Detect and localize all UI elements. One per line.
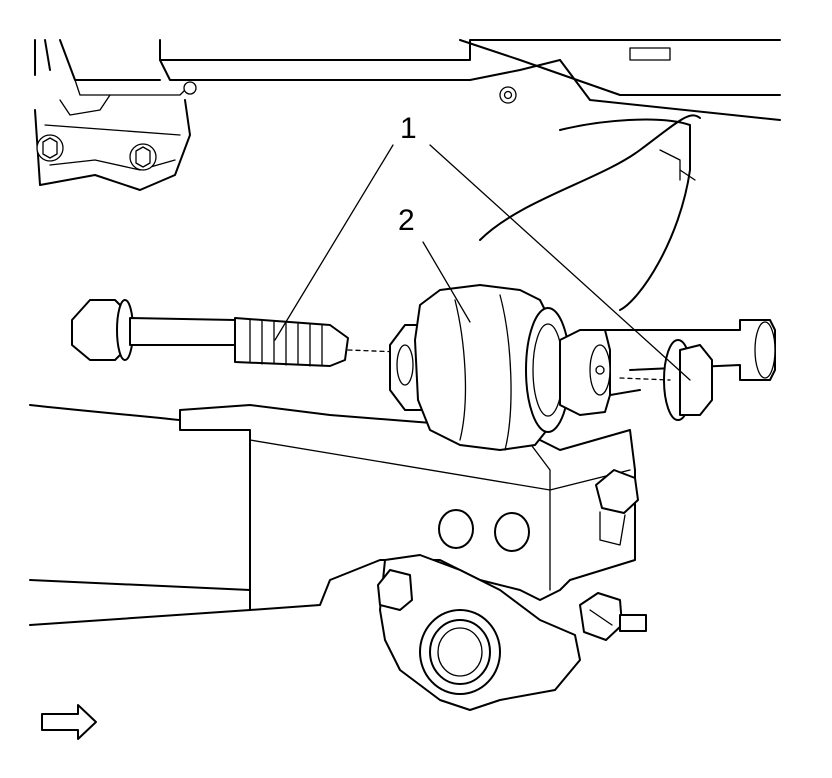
long-bolt bbox=[71, 299, 401, 367]
flange-nut bbox=[619, 339, 713, 421]
leader-1-bolt bbox=[274, 144, 394, 341]
upper-frame-structure bbox=[34, 39, 781, 121]
lower-arm-knuckle bbox=[377, 554, 647, 711]
left-mounting-bracket bbox=[34, 94, 191, 191]
leader-2-bushing bbox=[422, 241, 471, 323]
stabilizer-shaft bbox=[599, 319, 776, 381]
callout-label-2: 2 bbox=[398, 204, 415, 237]
bushing-bracket bbox=[179, 404, 639, 611]
bushing bbox=[389, 284, 611, 451]
callout-leaders bbox=[274, 144, 691, 381]
right-arrow-icon bbox=[41, 704, 97, 740]
leader-1-nut bbox=[429, 144, 691, 381]
callout-label-1: 1 bbox=[400, 112, 417, 145]
